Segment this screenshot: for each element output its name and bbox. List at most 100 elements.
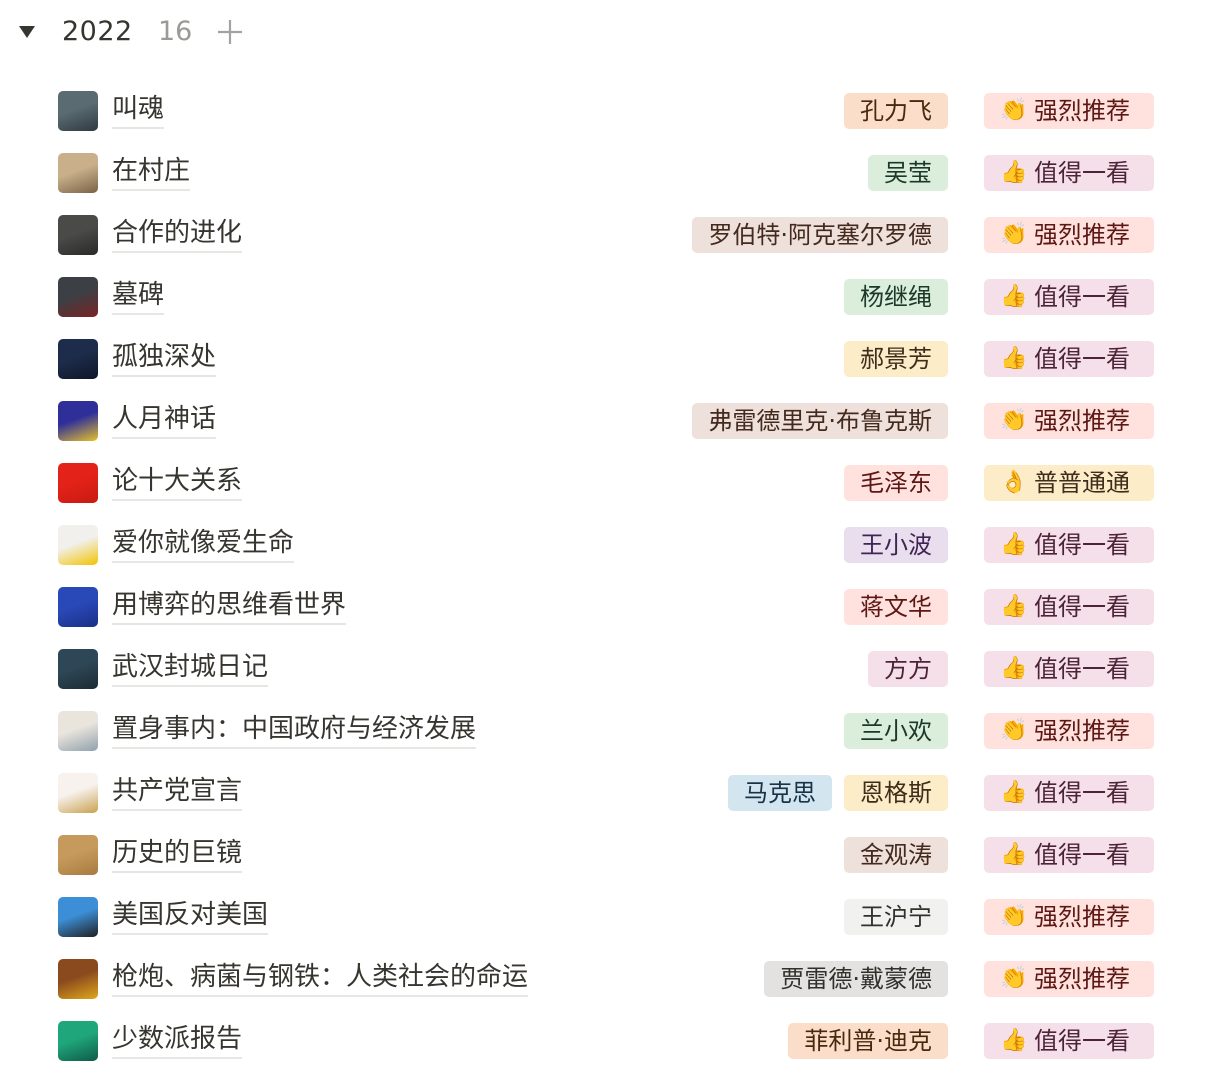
clapping-hands-icon: 👏 — [1000, 222, 1028, 247]
author-tags: 方方 — [868, 651, 948, 687]
author-tags: 郝景芳 — [844, 341, 948, 377]
book-row[interactable]: 论十大关系 毛泽东 👌 普普通通 — [0, 452, 1210, 514]
rating-tag: 👍 值得一看 — [984, 651, 1154, 687]
rating-tag: 👏 强烈推荐 — [984, 217, 1154, 253]
author-tag: 孔力飞 — [844, 93, 948, 129]
book-cover-thumbnail — [58, 649, 98, 689]
book-title[interactable]: 论十大关系 — [112, 464, 243, 501]
triangle-down-icon — [19, 26, 35, 38]
rating-label: 强烈推荐 — [1034, 221, 1130, 249]
rating-label: 强烈推荐 — [1034, 965, 1130, 993]
rating-label: 值得一看 — [1034, 531, 1130, 559]
thumbs-up-icon: 👍 — [1000, 594, 1028, 619]
book-row[interactable]: 合作的进化 罗伯特·阿克塞尔罗德 👏 强烈推荐 — [0, 204, 1210, 266]
book-cover-thumbnail — [58, 835, 98, 875]
book-row[interactable]: 用博弈的思维看世界 蒋文华 👍 值得一看 — [0, 576, 1210, 638]
author-tag: 马克思 — [728, 775, 832, 811]
author-tags: 蒋文华 — [844, 589, 948, 625]
book-row[interactable]: 人月神话 弗雷德里克·布鲁克斯 👏 强烈推荐 — [0, 390, 1210, 452]
book-title[interactable]: 少数派报告 — [112, 1022, 243, 1059]
book-row[interactable]: 少数派报告 菲利普·迪克 👍 值得一看 — [0, 1010, 1210, 1072]
book-cover-thumbnail — [58, 959, 98, 999]
rating-label: 值得一看 — [1034, 779, 1130, 807]
thumbs-up-icon: 👍 — [1000, 346, 1028, 371]
book-cover-thumbnail — [58, 91, 98, 131]
group-toggle-button[interactable] — [17, 22, 37, 42]
book-title[interactable]: 用博弈的思维看世界 — [112, 588, 347, 625]
author-tags: 金观涛 — [844, 837, 948, 873]
author-tags: 孔力飞 — [844, 93, 948, 129]
book-title[interactable]: 历史的巨镜 — [112, 836, 243, 873]
book-cover-thumbnail — [58, 215, 98, 255]
rating-tag: 👍 值得一看 — [984, 589, 1154, 625]
book-row[interactable]: 武汉封城日记 方方 👍 值得一看 — [0, 638, 1210, 700]
thumbs-up-icon: 👍 — [1000, 842, 1028, 867]
rating-tag: 👏 强烈推荐 — [984, 961, 1154, 997]
rating-tag: 👏 强烈推荐 — [984, 403, 1154, 439]
author-tags: 王沪宁 — [844, 899, 948, 935]
rating-tag: 👌 普普通通 — [984, 465, 1154, 501]
book-title[interactable]: 叫魂 — [112, 92, 165, 129]
ok-hand-icon: 👌 — [1000, 470, 1028, 495]
author-tags: 罗伯特·阿克塞尔罗德 — [692, 217, 948, 253]
book-cover-thumbnail — [58, 401, 98, 441]
author-tags: 王小波 — [844, 527, 948, 563]
author-tag: 杨继绳 — [844, 279, 948, 315]
book-row[interactable]: 叫魂 孔力飞 👏 强烈推荐 — [0, 80, 1210, 142]
author-tag: 弗雷德里克·布鲁克斯 — [692, 403, 948, 439]
rating-tag: 👍 值得一看 — [984, 527, 1154, 563]
author-tag: 菲利普·迪克 — [788, 1023, 948, 1059]
book-row[interactable]: 孤独深处 郝景芳 👍 值得一看 — [0, 328, 1210, 390]
rating-tag: 👍 值得一看 — [984, 1023, 1154, 1059]
book-row[interactable]: 在村庄 吴莹 👍 值得一看 — [0, 142, 1210, 204]
author-tags: 杨继绳 — [844, 279, 948, 315]
book-row[interactable]: 爱你就像爱生命 王小波 👍 值得一看 — [0, 514, 1210, 576]
author-tags: 吴莹 — [868, 155, 948, 191]
rating-label: 强烈推荐 — [1034, 407, 1130, 435]
book-title[interactable]: 人月神话 — [112, 402, 217, 439]
rating-label: 强烈推荐 — [1034, 97, 1130, 125]
add-item-button[interactable] — [214, 16, 246, 48]
rating-tag: 👍 值得一看 — [984, 341, 1154, 377]
book-title[interactable]: 爱你就像爱生命 — [112, 526, 295, 563]
book-row[interactable]: 历史的巨镜 金观涛 👍 值得一看 — [0, 824, 1210, 886]
book-row[interactable]: 置身事内：中国政府与经济发展 兰小欢 👏 强烈推荐 — [0, 700, 1210, 762]
rating-tag: 👍 值得一看 — [984, 155, 1154, 191]
book-cover-thumbnail — [58, 525, 98, 565]
book-cover-thumbnail — [58, 773, 98, 813]
rating-label: 值得一看 — [1034, 159, 1130, 187]
rating-tag: 👍 值得一看 — [984, 775, 1154, 811]
book-title[interactable]: 置身事内：中国政府与经济发展 — [112, 712, 477, 749]
book-title[interactable]: 枪炮、病菌与钢铁：人类社会的命运 — [112, 960, 529, 997]
author-tag: 兰小欢 — [844, 713, 948, 749]
book-cover-thumbnail — [58, 463, 98, 503]
author-tag: 蒋文华 — [844, 589, 948, 625]
book-title[interactable]: 共产党宣言 — [112, 774, 243, 811]
author-tag: 吴莹 — [868, 155, 948, 191]
author-tag: 王沪宁 — [844, 899, 948, 935]
author-tags: 贾雷德·戴蒙德 — [764, 961, 948, 997]
rating-tag: 👏 强烈推荐 — [984, 899, 1154, 935]
book-title[interactable]: 孤独深处 — [112, 340, 217, 377]
rating-label: 强烈推荐 — [1034, 903, 1130, 931]
book-row[interactable]: 美国反对美国 王沪宁 👏 强烈推荐 — [0, 886, 1210, 948]
book-cover-thumbnail — [58, 153, 98, 193]
book-row[interactable]: 枪炮、病菌与钢铁：人类社会的命运 贾雷德·戴蒙德 👏 强烈推荐 — [0, 948, 1210, 1010]
book-cover-thumbnail — [58, 277, 98, 317]
book-title[interactable]: 美国反对美国 — [112, 898, 269, 935]
book-title[interactable]: 武汉封城日记 — [112, 650, 269, 687]
book-row[interactable]: 墓碑 杨继绳 👍 值得一看 — [0, 266, 1210, 328]
clapping-hands-icon: 👏 — [1000, 98, 1028, 123]
clapping-hands-icon: 👏 — [1000, 408, 1028, 433]
book-title[interactable]: 墓碑 — [112, 278, 165, 315]
book-cover-thumbnail — [58, 587, 98, 627]
rating-label: 值得一看 — [1034, 841, 1130, 869]
author-tag: 方方 — [868, 651, 948, 687]
rating-label: 值得一看 — [1034, 283, 1130, 311]
rating-label: 值得一看 — [1034, 1027, 1130, 1055]
book-cover-thumbnail — [58, 897, 98, 937]
thumbs-up-icon: 👍 — [1000, 284, 1028, 309]
book-title[interactable]: 合作的进化 — [112, 216, 243, 253]
book-row[interactable]: 共产党宣言 马克思恩格斯 👍 值得一看 — [0, 762, 1210, 824]
book-title[interactable]: 在村庄 — [112, 154, 191, 191]
